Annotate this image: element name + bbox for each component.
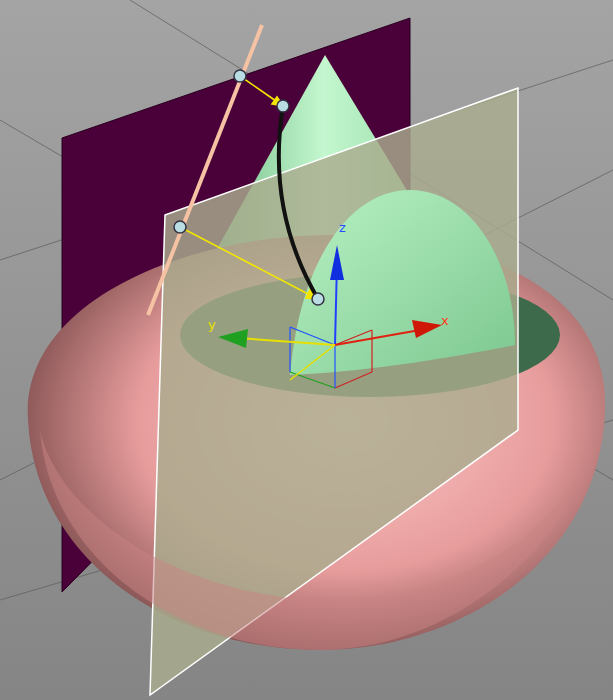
axis-label: x [441,314,449,327]
axis-label: z [339,221,346,234]
axis-label: y [208,318,216,331]
